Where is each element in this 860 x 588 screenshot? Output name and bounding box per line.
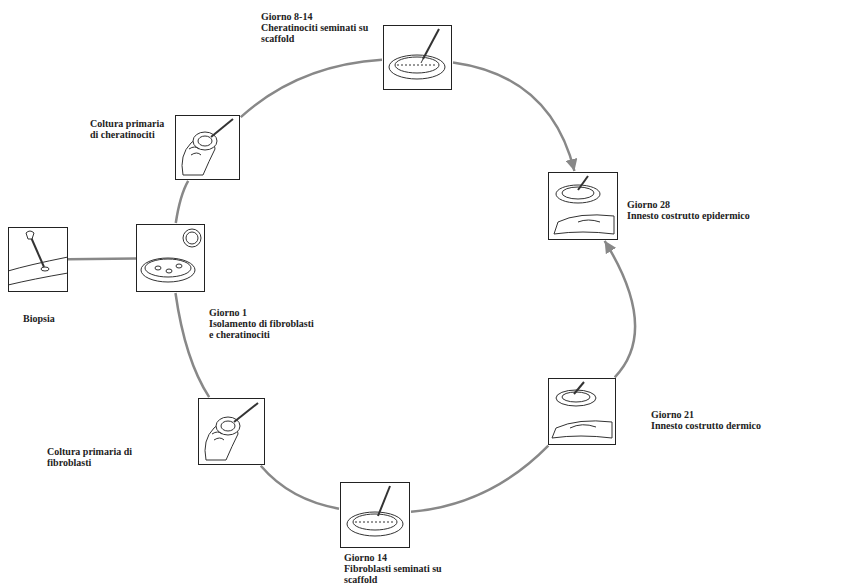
hand-flask-illustration <box>198 398 265 465</box>
step-caption: Coltura primaria di cheratinociti <box>90 118 172 140</box>
step-text: Isolamento di fibroblasti e cheratinocit… <box>209 318 317 340</box>
step-caption: Giorno 8-14Cheratinociti seminati su sca… <box>261 11 379 44</box>
cycle-arrow <box>176 181 188 223</box>
illustration-panel: Giorno 21Innesto costrutto dermico <box>548 378 616 445</box>
day-heading: Giorno 1 <box>209 307 317 318</box>
step-text: Coltura primaria di fibroblasti <box>47 446 137 468</box>
step-caption: Giorno 21Innesto costrutto dermico <box>651 409 811 431</box>
illustration-panel: Giorno 14Fibroblasti seminati su scaffol… <box>340 482 410 548</box>
cycle-arrow <box>453 62 574 171</box>
cycle-arrow <box>241 60 382 117</box>
cycle-arrow <box>261 466 339 509</box>
illustration-panel: Giorno 1Isolamento di fibroblasti e cher… <box>136 224 205 292</box>
illustration-panel: Biopsia <box>8 227 68 292</box>
illustration-panel: Coltura primaria di cheratinociti <box>175 115 240 180</box>
step-caption: Giorno 1Isolamento di fibroblasti e cher… <box>209 307 317 340</box>
day-heading: Giorno 14 <box>344 552 454 563</box>
step-caption: Giorno 14Fibroblasti seminati su scaffol… <box>344 552 454 585</box>
illustration-panel: Giorno 8-14Cheratinociti seminati su sca… <box>383 25 452 90</box>
dish-illustration <box>136 224 205 292</box>
dish-illustration <box>340 482 410 548</box>
day-heading: Giorno 8-14 <box>261 11 379 22</box>
dish-illustration <box>383 25 452 90</box>
step-caption: Coltura primaria di fibroblasti <box>47 446 137 468</box>
step-caption: Giorno 28Innesto costrutto epidermico <box>627 199 802 221</box>
step-text: Cheratinociti seminati su scaffold <box>261 22 379 44</box>
step-text: Innesto costrutto dermico <box>651 420 811 431</box>
illustration-panel: Coltura primaria di fibroblasti <box>198 398 265 465</box>
cycle-arrow <box>411 446 548 512</box>
hand-flask-illustration <box>175 115 240 180</box>
illustration-panel: Giorno 28Innesto costrutto epidermico <box>548 172 618 240</box>
day-heading: Giorno 21 <box>651 409 811 420</box>
step-text: Fibroblasti seminati su scaffold <box>344 563 454 585</box>
step-caption: Biopsia <box>23 313 83 324</box>
day-heading: Giorno 28 <box>627 199 802 210</box>
graft-illustration <box>548 378 616 445</box>
cycle-arrow <box>175 293 209 397</box>
step-text: Biopsia <box>23 313 83 324</box>
cycle-arrow <box>605 241 635 377</box>
biopsy-illustration <box>8 227 68 292</box>
step-text: Coltura primaria di cheratinociti <box>90 118 172 140</box>
step-text: Innesto costrutto epidermico <box>627 210 802 221</box>
graft-illustration <box>548 172 618 240</box>
cycle-arrow <box>68 257 136 260</box>
